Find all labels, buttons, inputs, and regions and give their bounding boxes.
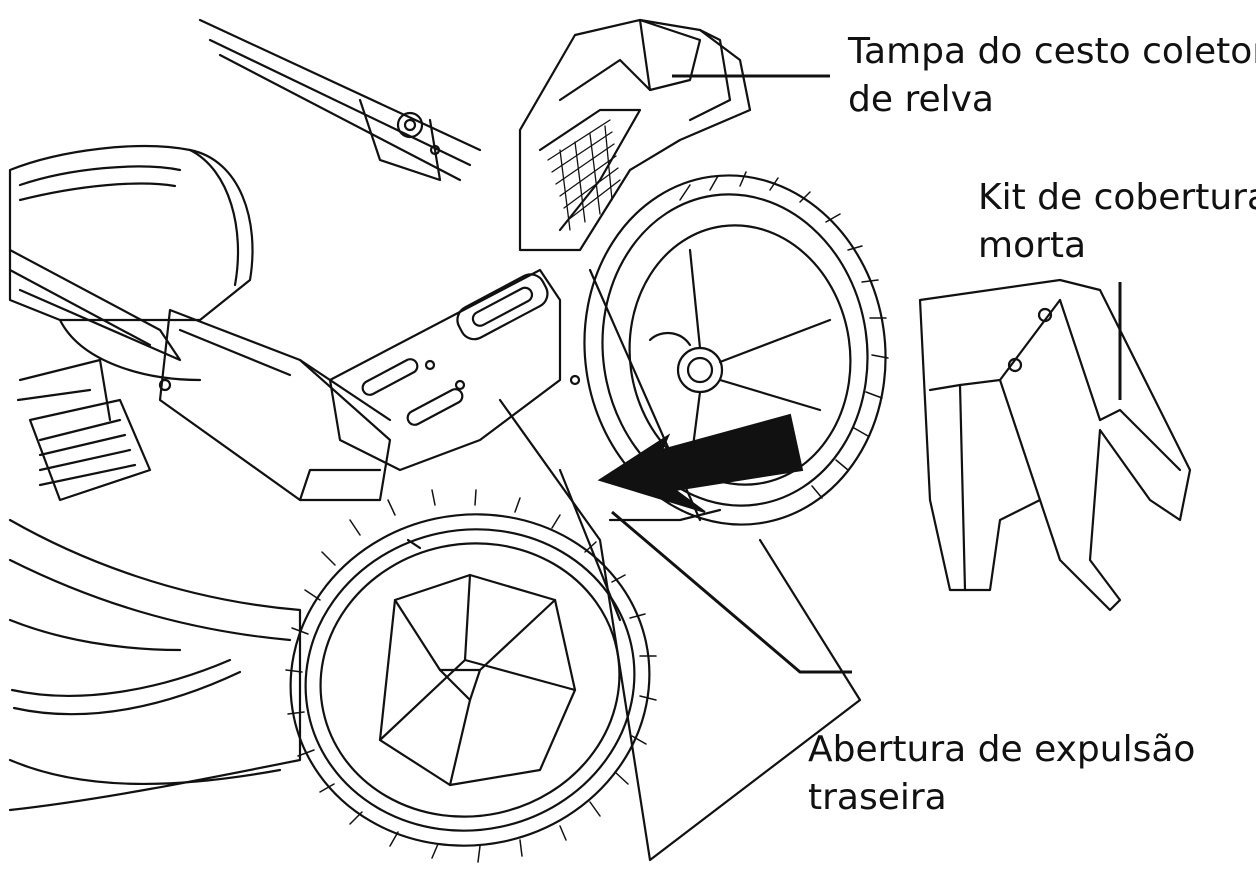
callout-rear-discharge: Abertura de expulsão traseira <box>808 726 1195 822</box>
front-wheel <box>285 489 657 863</box>
discharge-arrow <box>597 413 804 513</box>
callout-mulch-kit-line2: morta <box>978 225 1087 266</box>
motor-housing <box>8 144 254 382</box>
grass-bag-cover <box>518 18 752 252</box>
callout-mulch-kit: Kit de cobertura morta <box>978 174 1256 270</box>
leader-line-rear <box>611 510 852 674</box>
handle-bar <box>198 18 482 182</box>
callout-rear-discharge-line1: Abertura de expulsão <box>808 729 1196 770</box>
callout-mulch-kit-line1: Kit de cobertura <box>978 177 1256 218</box>
side-arm <box>8 248 392 502</box>
callout-grass-bag-cover-line2: de relva <box>848 79 994 120</box>
mulch-kit <box>918 278 1192 612</box>
mower-deck <box>8 358 302 812</box>
bracket-plate <box>328 268 581 472</box>
callout-grass-bag-cover-line1: Tampa do cesto coletor <box>848 31 1256 72</box>
callout-rear-discharge-line2: traseira <box>808 777 947 818</box>
callout-grass-bag-cover: Tampa do cesto coletor de relva <box>848 28 1256 124</box>
rear-wheel-back <box>583 171 889 526</box>
